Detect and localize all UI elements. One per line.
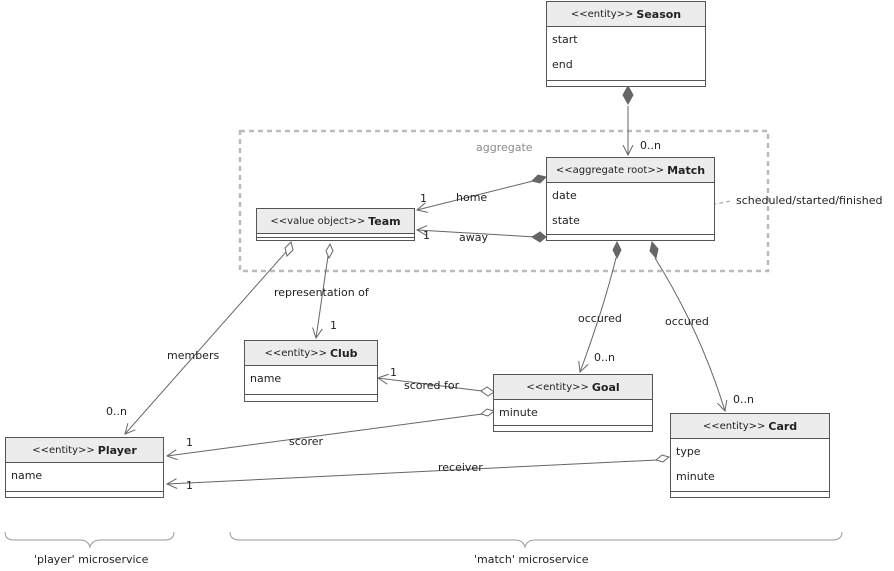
card-header: <<entity>> Card <box>671 414 829 439</box>
season-divider <box>547 80 705 81</box>
receiver-multiplicity: 1 <box>186 479 193 492</box>
aggregate-label: aggregate <box>476 141 533 154</box>
match-microservice-brace <box>229 531 843 549</box>
match-microservice-label: 'match' microservice <box>474 553 589 566</box>
card-composition-diamond <box>649 240 659 260</box>
goal-occured-label: occured <box>578 312 622 325</box>
player-header: <<entity>> Player <box>6 438 163 463</box>
match-card-link <box>654 257 725 411</box>
goal-class[interactable]: <<entity>> Goal minute <box>493 374 653 432</box>
goal-composition-diamond <box>612 240 622 260</box>
goal-attr-minute: minute <box>499 406 538 419</box>
player-microservice-label: 'player' microservice <box>34 553 149 566</box>
away-multiplicity: 1 <box>423 229 430 242</box>
team-class[interactable]: <<value object>> Team <box>256 208 415 241</box>
match-stereotype: <<aggregate root>> <box>555 164 665 176</box>
club-name: Club <box>329 346 358 360</box>
season-match-multiplicity: 0..n <box>640 139 661 152</box>
card-class[interactable]: <<entity>> Card type minute <box>670 413 830 498</box>
club-class[interactable]: <<entity>> Club name <box>244 340 378 402</box>
team-divider <box>257 237 414 238</box>
match-header: <<aggregate root>> Match <box>547 158 714 183</box>
player-stereotype: <<entity>> <box>32 444 95 456</box>
representation-label: representation of <box>274 286 369 299</box>
receiver-aggregation-diamond <box>654 454 671 463</box>
card-name: Card <box>768 419 798 433</box>
goal-divider <box>494 425 652 426</box>
receiver-label: receiver <box>438 461 483 474</box>
card-attr-type: type <box>676 445 701 458</box>
match-class[interactable]: <<aggregate root>> Match date state <box>546 157 715 241</box>
season-stereotype: <<entity>> <box>570 8 634 20</box>
scored-for-aggregation-diamond <box>480 386 495 397</box>
goal-club-link <box>378 378 483 392</box>
season-composition-diamond <box>622 84 634 106</box>
home-label: home <box>456 191 488 204</box>
club-aggregation-diamond <box>325 242 334 260</box>
team-club-link <box>316 255 329 338</box>
home-composition-diamond <box>531 174 547 184</box>
season-header: <<entity>> Season <box>547 2 705 27</box>
card-divider <box>671 491 829 492</box>
player-attr-name: name <box>11 469 43 482</box>
match-divider <box>547 234 714 235</box>
match-attr-date: date <box>552 189 577 202</box>
season-attr-end: end <box>552 58 573 71</box>
card-stereotype: <<entity>> <box>702 420 766 432</box>
card-attr-minute: minute <box>676 470 715 483</box>
aggregate-boundary <box>238 129 770 273</box>
card-occured-label: occured <box>665 315 709 328</box>
team-stereotype: <<value object>> <box>270 215 366 227</box>
season-class[interactable]: <<entity>> Season start end <box>546 1 706 87</box>
match-attr-state: state <box>552 214 580 227</box>
season-attr-start: start <box>552 33 578 46</box>
match-away-link <box>417 230 537 238</box>
representation-multiplicity: 1 <box>330 319 337 332</box>
player-name: Player <box>97 443 137 457</box>
scorer-multiplicity: 1 <box>186 436 193 449</box>
home-multiplicity: 1 <box>420 192 427 205</box>
scorer-aggregation-diamond <box>479 408 496 417</box>
goal-stereotype: <<entity>> <box>526 381 589 393</box>
team-player-link <box>125 251 287 434</box>
player-divider <box>6 491 163 492</box>
team-name: Team <box>368 214 401 228</box>
match-home-link <box>417 179 538 210</box>
goal-multiplicity: 0..n <box>594 351 615 364</box>
team-header: <<value object>> Team <box>257 209 414 234</box>
goal-name: Goal <box>591 380 620 394</box>
club-attr-name: name <box>250 372 282 385</box>
away-composition-diamond <box>531 231 547 243</box>
members-multiplicity: 0..n <box>106 405 127 418</box>
card-multiplicity: 0..n <box>733 393 754 406</box>
player-class[interactable]: <<entity>> Player name <box>5 437 164 498</box>
season-name: Season <box>636 7 682 21</box>
club-divider <box>245 394 377 395</box>
club-header: <<entity>> Club <box>245 341 377 366</box>
members-label: members <box>167 349 220 362</box>
scorer-label: scorer <box>289 435 324 448</box>
scored-for-multiplicity: 1 <box>390 366 397 379</box>
away-label: away <box>459 231 488 244</box>
card-player-link <box>167 459 658 484</box>
match-goal-link <box>580 257 617 372</box>
match-name: Match <box>667 163 706 177</box>
state-note: scheduled/started/finished <box>736 194 883 207</box>
goal-header: <<entity>> Goal <box>494 375 652 400</box>
members-aggregation-diamond <box>284 241 294 257</box>
goal-player-link <box>167 413 483 456</box>
scored-for-label: scored for <box>404 379 460 392</box>
player-microservice-brace <box>4 531 175 549</box>
club-stereotype: <<entity>> <box>264 347 327 359</box>
